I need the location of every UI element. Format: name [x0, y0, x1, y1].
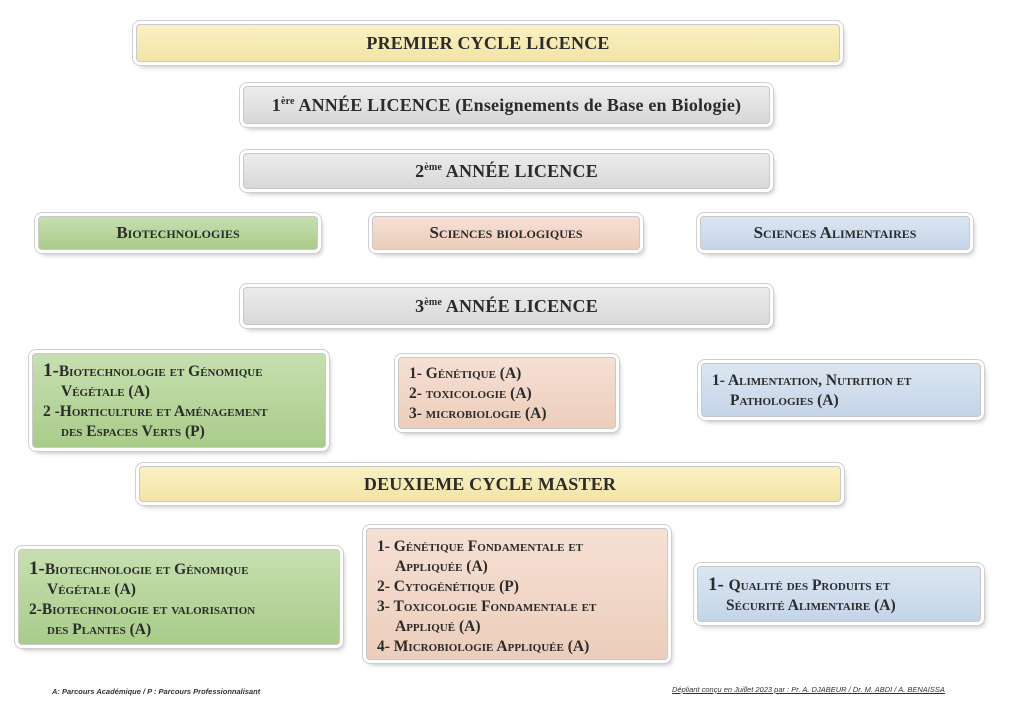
domain-sciences-biologiques: Sciences biologiques	[372, 216, 640, 250]
list-item: 1- Alimentation, Nutrition et Pathologie…	[712, 372, 912, 409]
licence-biotech-list: 1-Biotechnologie et Génomique Végétale (…	[32, 353, 326, 448]
domain-sciences-alimentaires: Sciences Alimentaires	[700, 216, 970, 250]
master-sciences-bio-list: 1- Génétique Fondamentale et Appliquée (…	[366, 528, 668, 660]
legend-text: A: Parcours Académique / P : Parcours Pr…	[52, 687, 261, 696]
annee-1-label: 1ère ANNÉE LICENCE (Enseignements de Bas…	[271, 94, 742, 115]
annee-2-banner: 2ème ANNÉE LICENCE	[243, 153, 770, 189]
master-sciences-alim-list: 1- Qualité des Produits et Sécurité Alim…	[697, 566, 981, 622]
list-item: 1- Génétique Fondamentale et Appliquée (…	[377, 538, 584, 575]
deuxieme-cycle-banner: DEUXIEME CYCLE MASTER	[139, 466, 841, 502]
licence-sciences-alim-list: 1- Alimentation, Nutrition et Pathologie…	[701, 363, 981, 417]
list-item: 1-Biotechnologie et Génomique Végétale (…	[29, 558, 249, 599]
deuxieme-cycle-label: DEUXIEME CYCLE MASTER	[363, 473, 617, 494]
annee-1-banner: 1ère ANNÉE LICENCE (Enseignements de Bas…	[243, 86, 770, 124]
credits-text: Dépliant conçu en Juillet 2023 par : Pr.…	[672, 685, 945, 694]
list-item: 2- toxicologie (A)	[409, 385, 532, 402]
domain-sciences-biologiques-label: Sciences biologiques	[429, 223, 583, 242]
annee-3-label: 3ème ANNÉE LICENCE	[415, 295, 598, 316]
domain-sciences-alimentaires-label: Sciences Alimentaires	[753, 223, 917, 242]
premier-cycle-banner: PREMIER CYCLE LICENCE	[136, 24, 840, 62]
list-item: 1- Génétique (A)	[409, 365, 522, 382]
list-item: 2 -Horticulture et Aménagement des Espac…	[43, 403, 268, 440]
domain-biotechnologies: Biotechnologies	[38, 216, 318, 250]
list-item: 3- microbiologie (A)	[409, 405, 547, 422]
list-item: 2- Cytogénétique (P)	[377, 578, 519, 595]
list-item: 3- Toxicologie Fondamentale et Appliqué …	[377, 598, 597, 635]
list-item: 4- Microbiologie Appliquée (A)	[377, 638, 590, 655]
domain-biotechnologies-label: Biotechnologies	[116, 223, 240, 242]
premier-cycle-label: PREMIER CYCLE LICENCE	[366, 32, 610, 53]
list-item: 2-Biotechnologie et valorisation des Pla…	[29, 601, 256, 638]
annee-3-banner: 3ème ANNÉE LICENCE	[243, 287, 770, 325]
list-item: 1-Biotechnologie et Génomique Végétale (…	[43, 360, 263, 401]
master-biotech-list: 1-Biotechnologie et Génomique Végétale (…	[18, 549, 340, 645]
list-item: 1- Qualité des Produits et Sécurité Alim…	[708, 574, 896, 615]
annee-2-label: 2ème ANNÉE LICENCE	[415, 160, 598, 181]
licence-sciences-bio-list: 1- Génétique (A) 2- toxicologie (A) 3- m…	[398, 357, 616, 429]
